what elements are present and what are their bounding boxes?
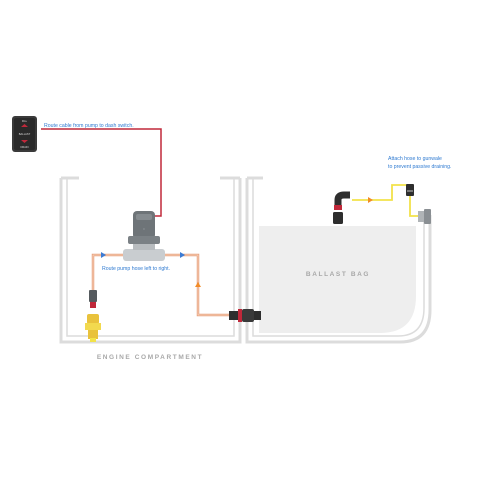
flow-arrow-up-icon <box>195 282 201 287</box>
switch-up-arrow-icon <box>21 124 28 127</box>
ballast-bag-label: BALLAST BAG <box>306 271 370 278</box>
gunwale-fitting <box>418 209 431 224</box>
switch-drain-label: DRAIN <box>20 145 28 149</box>
gunwale-flow-arrow-icon <box>368 197 373 203</box>
dash-switch: FILL BALLAST DRAIN <box>12 116 37 152</box>
ballast-pump: ≡ <box>123 211 165 261</box>
switch-down-arrow-icon <box>21 140 28 143</box>
flow-arrow-mid-icon <box>180 252 185 258</box>
gunwale-annotation-line1: Attach hose to gunwale <box>388 156 442 162</box>
engine-compartment-label: ENGINE COMPARTMENT <box>97 354 203 361</box>
cable-switch-to-pump <box>41 128 162 217</box>
bag-vent-fitting <box>333 191 350 224</box>
switch-ballast-label: BALLAST <box>19 132 31 136</box>
ballast-bag <box>259 226 416 333</box>
switch-fill-label: FILL <box>22 119 28 123</box>
pump-hose <box>91 253 232 317</box>
ballast-compartment-walls <box>245 176 432 344</box>
gunwale-check-valve <box>406 184 414 196</box>
gunwale-hose <box>352 184 420 217</box>
cable-annotation: Route cable from pump to dash switch. <box>44 123 134 129</box>
flow-arrow-left-icon <box>101 252 106 258</box>
intake-fitting <box>85 290 101 342</box>
hose-annotation: Route pump hose left to right. <box>102 266 170 272</box>
bag-inlet-fitting <box>229 309 261 322</box>
gunwale-annotation-line2: to prevent passive draining. <box>388 164 451 170</box>
engine-compartment-walls <box>59 176 242 344</box>
pump-brand-mark: ≡ <box>143 227 145 231</box>
